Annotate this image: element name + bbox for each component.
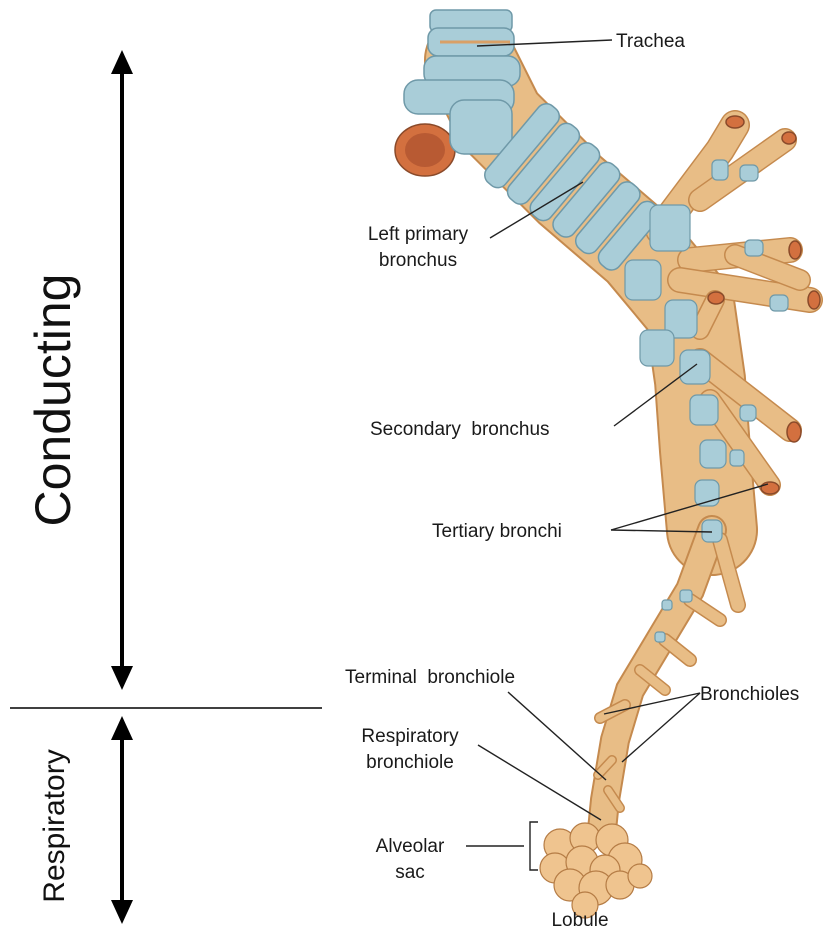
- alveolar-sac-label-line2: sac: [395, 862, 425, 883]
- bronchioles-label: Bronchioles: [700, 684, 799, 705]
- alveolar-sac-label-line1: Alveolar: [376, 836, 445, 857]
- alveolar-sac-cluster: [540, 823, 652, 918]
- tertiary-bronchi-label: Tertiary bronchi: [432, 521, 562, 542]
- airway-illustration: [395, 10, 820, 918]
- respiratory-zone-label: Respiratory: [38, 749, 71, 902]
- conducting-zone-arrow: [111, 50, 133, 690]
- respiratory-bronchiole-label-line1: Respiratory: [361, 726, 459, 747]
- left-primary-bronchus-label-line2: bronchus: [379, 250, 457, 271]
- lobule-label: Lobule: [551, 910, 608, 931]
- conducting-zone-label: Conducting: [25, 274, 81, 527]
- left-primary-bronchus-label-line1: Left primary: [368, 224, 469, 245]
- terminal-bronchiole-label: Terminal bronchiole: [345, 667, 515, 688]
- respiratory-bronchiole-label-line2: bronchiole: [366, 752, 454, 773]
- secondary-bronchus-label: Secondary bronchus: [370, 419, 550, 440]
- trachea-label: Trachea: [616, 31, 685, 52]
- respiratory-zone-arrow: [111, 716, 133, 924]
